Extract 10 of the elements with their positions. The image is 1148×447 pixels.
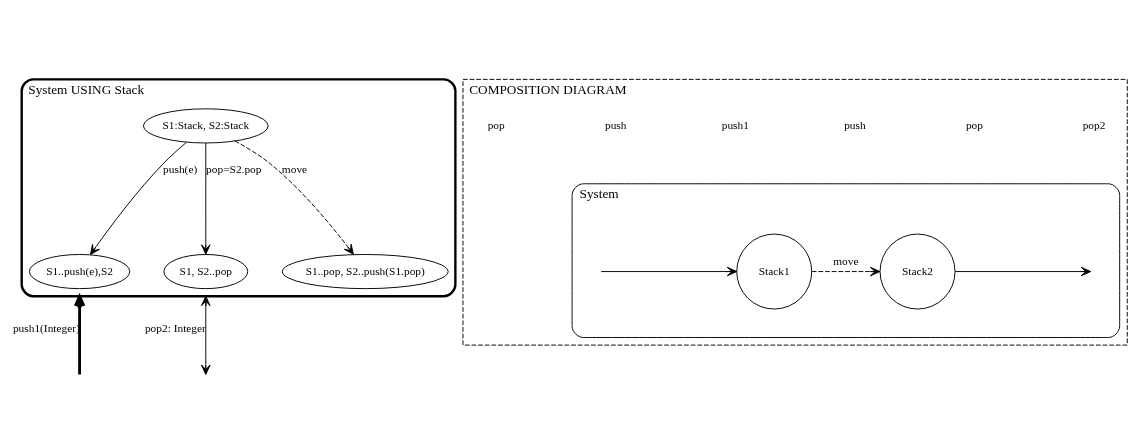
edge-label: push(e) — [163, 162, 198, 175]
label: pop — [487, 118, 505, 131]
label: push — [605, 118, 627, 131]
label: pop — [965, 118, 983, 131]
edge-label: pop=S2.pop — [206, 162, 262, 175]
edge-label: move — [281, 162, 308, 175]
label: push1 — [721, 118, 749, 131]
label: pop2 — [1082, 118, 1106, 131]
edge-label: move — [833, 255, 859, 268]
label: push — [844, 118, 866, 131]
